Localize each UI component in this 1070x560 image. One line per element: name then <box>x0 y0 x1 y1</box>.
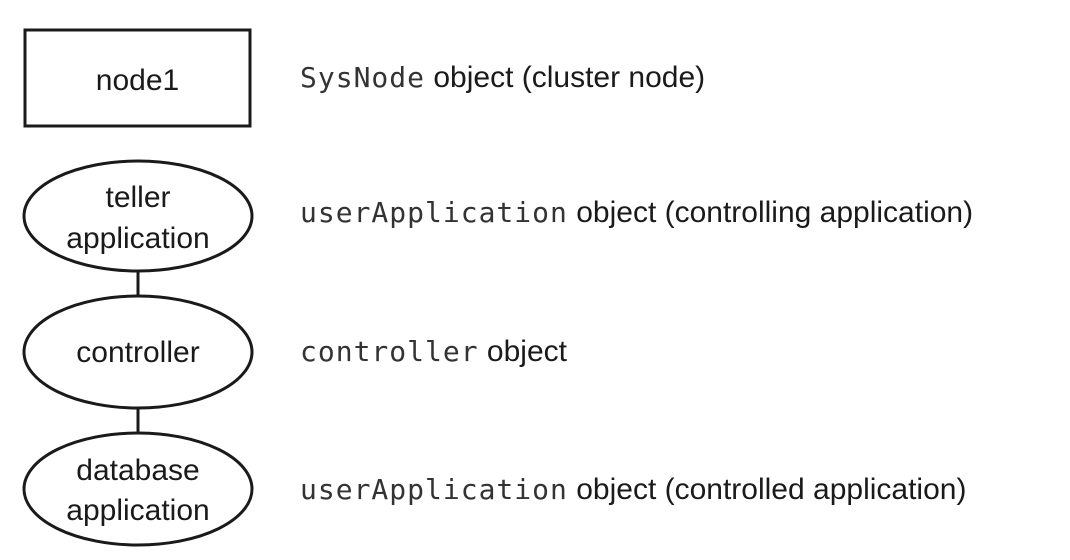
database-application-ellipse <box>22 431 254 547</box>
controller-ellipse <box>22 294 254 410</box>
legend-row-controlling-application: userApplication object (controlling appl… <box>300 198 973 228</box>
legend-row-sysnode: SysNode object (cluster node) <box>300 63 705 93</box>
teller-application-label-line2: application <box>66 222 209 255</box>
legend-class-name: controller <box>300 335 479 368</box>
node1-label: node1 <box>96 64 179 97</box>
legend-description: object <box>486 335 567 368</box>
legend-class-name: SysNode <box>300 61 426 94</box>
database-application-label-line2: application <box>66 494 209 527</box>
controller-label: controller <box>76 336 199 369</box>
legend-description: object (cluster node) <box>433 61 706 94</box>
legend-description: object (controlled application) <box>576 473 967 506</box>
node1-box <box>23 28 252 128</box>
legend-class-name: userApplication <box>300 473 568 506</box>
teller-application-label-line1: teller <box>105 181 170 214</box>
legend-row-controller: controller object <box>300 337 567 367</box>
legend-class-name: userApplication <box>300 196 568 229</box>
teller-application-ellipse <box>22 159 254 273</box>
database-application-label-line1: database <box>76 454 199 487</box>
legend-description: object (controlling application) <box>576 196 974 229</box>
legend-row-controlled-application: userApplication object (controlled appli… <box>300 475 966 505</box>
